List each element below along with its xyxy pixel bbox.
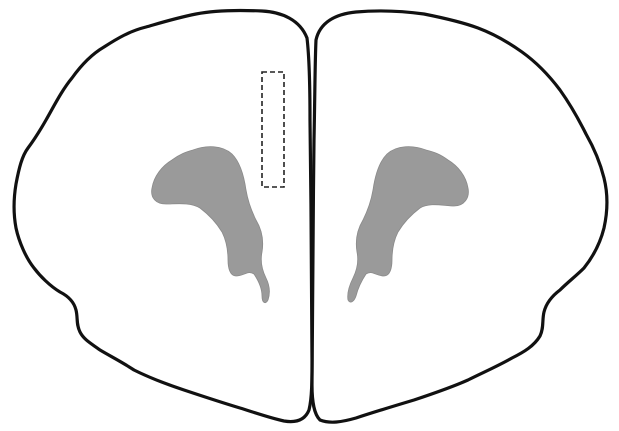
left-ventricle-shape <box>152 147 270 303</box>
dashed-region-marker <box>262 72 284 187</box>
right-hemisphere-outline <box>312 11 607 422</box>
left-hemisphere-outline <box>14 10 312 421</box>
right-ventricle-shape <box>348 147 469 302</box>
